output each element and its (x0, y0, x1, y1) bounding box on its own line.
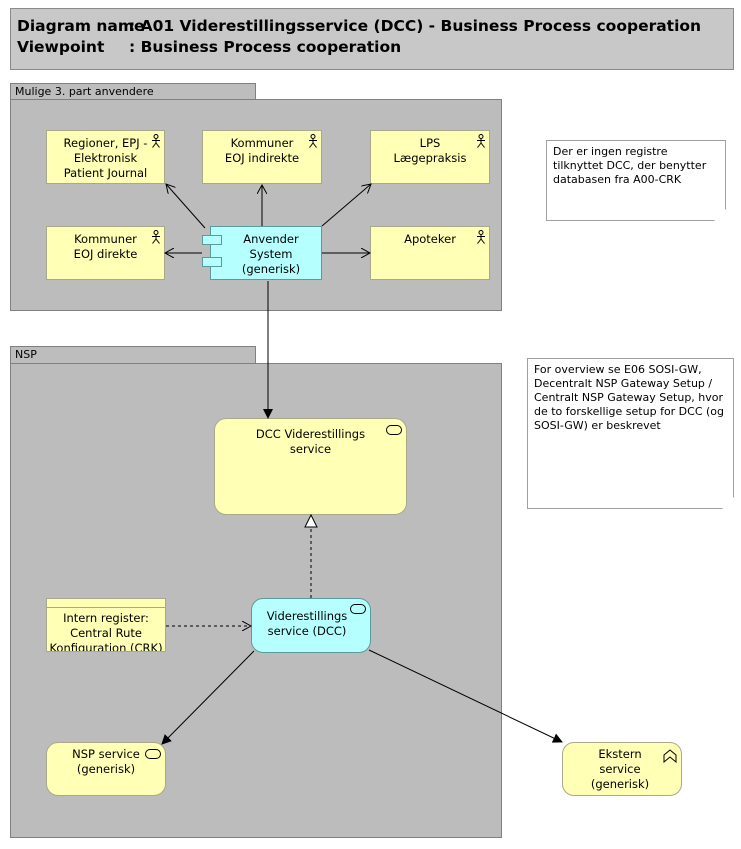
note-no-registers[interactable]: Der er ingen registre tilknyttet DCC, de… (546, 140, 726, 221)
actor-kommuner-indirekte-label: Kommuner EOJ indirekte (224, 136, 300, 165)
service-icon (386, 425, 402, 435)
actor-lps[interactable]: LPS Lægepraksis (370, 130, 490, 184)
actor-regioner-label: Regioner, EPJ - Elektronisk Patient Jour… (63, 136, 148, 180)
actor-kommuner-indirekte[interactable]: Kommuner EOJ indirekte (202, 130, 322, 184)
viewpoint-row: Viewpoint : Business Process cooperation (17, 38, 401, 56)
diagram-header: Diagram name: A01 Viderestillingsservice… (10, 8, 734, 70)
diagram-name-label: Diagram name (17, 17, 145, 35)
service-nsp[interactable]: NSP service (generisk) (46, 742, 166, 796)
group-tab-nsp[interactable]: NSP (10, 346, 256, 364)
actor-icon (152, 230, 160, 244)
service-ekstern[interactable]: Ekstern service (generisk) (562, 742, 682, 796)
viewpoint-label: Viewpoint (17, 38, 105, 56)
note-no-registers-text: Der er ingen registre tilknyttet DCC, de… (553, 145, 707, 186)
actor-apoteker-label: Apoteker (404, 232, 456, 246)
flow-anvender-to-regioner[interactable] (166, 184, 206, 229)
data-object-crk-label: Intern register: Central Rute Konfigurat… (49, 611, 163, 652)
service-nsp-label: NSP service (generisk) (72, 747, 140, 776)
service-icon (350, 604, 366, 614)
actor-regioner[interactable]: Regioner, EPJ - Elektronisk Patient Jour… (46, 130, 165, 184)
service-dcc-main-label: DCC Viderestillings service (255, 427, 366, 456)
component-icon-tab-top (202, 235, 222, 245)
note-overview[interactable]: For overview se E06 SOSI-GW, Decentralt … (527, 358, 734, 509)
actor-kommuner-direkte-label: Kommuner EOJ direkte (73, 232, 138, 261)
flow-anvender-to-lps[interactable] (321, 184, 371, 227)
note-overview-text: For overview se E06 SOSI-GW, Decentralt … (534, 363, 725, 432)
service-ekstern-label: Ekstern service (generisk) (590, 747, 650, 791)
flow-dcc-service-to-nsp-service[interactable] (161, 650, 255, 745)
actor-lps-label: LPS Lægepraksis (393, 136, 467, 165)
interface-icon (663, 749, 677, 763)
viewpoint-value: : Business Process cooperation (129, 38, 402, 56)
data-object-header-bar (47, 599, 165, 608)
data-object-crk[interactable]: Intern register: Central Rute Konfigurat… (46, 598, 166, 652)
flow-dcc-service-to-ekstern-service[interactable] (368, 649, 563, 743)
service-dcc-main[interactable]: DCC Viderestillings service (214, 418, 407, 515)
diagram-name-value: : A01 Viderestillingsservice (DCC) - Bus… (129, 17, 702, 35)
app-anvender-system[interactable]: Anvender System (generisk) (210, 226, 322, 280)
service-viderestillings-dcc-label: Viderestillings service (DCC) (266, 609, 348, 638)
actor-icon (477, 230, 485, 244)
actor-icon (477, 134, 485, 148)
actor-icon (152, 134, 160, 148)
service-viderestillings-dcc[interactable]: Viderestillings service (DCC) (251, 598, 371, 653)
service-icon (145, 749, 161, 759)
actor-apoteker[interactable]: Apoteker (370, 226, 490, 280)
component-icon-tab-bottom (202, 257, 222, 267)
app-anvender-system-label: Anvender System (generisk) (241, 232, 301, 276)
diagram-name-row: Diagram name: A01 Viderestillingsservice… (17, 17, 701, 35)
actor-kommuner-direkte[interactable]: Kommuner EOJ direkte (46, 226, 165, 280)
actor-icon (309, 134, 317, 148)
